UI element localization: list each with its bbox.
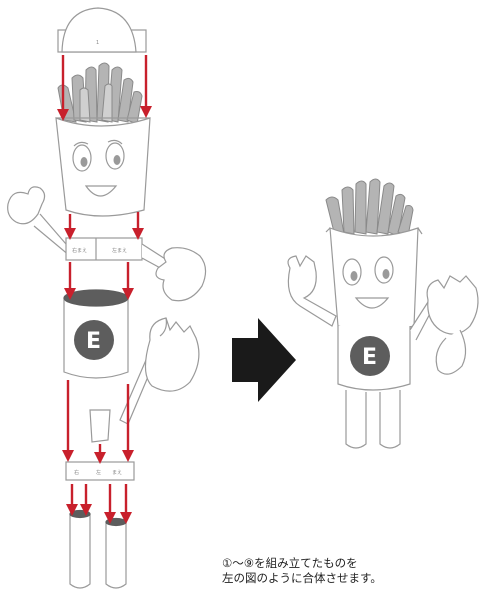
assembled-fries: [325, 178, 414, 237]
big-right-arrow: [232, 318, 296, 402]
caption-line-2: 左の図のように合体させます。: [222, 571, 382, 585]
left-front-label: 左まえ: [112, 247, 127, 254]
caption-line-1: ①〜⑨を組み立てたものを: [222, 556, 358, 570]
instruction-caption: ①〜⑨を組み立てたものを 左の図のように合体させます。: [222, 556, 382, 586]
arms-part: 右まえ 左まえ: [7, 186, 207, 302]
torso-part: E: [63, 289, 129, 379]
fries-part: [57, 62, 143, 125]
head-dome-part: 1: [57, 7, 147, 53]
head-part-number: 1: [96, 40, 99, 46]
assembly-arrows: [57, 55, 152, 524]
exploded-view: 1: [7, 7, 207, 589]
assembled-figure: E: [287, 178, 479, 449]
assembled-right-leg: [379, 390, 401, 449]
raised-hand-part: [119, 317, 200, 425]
waist-right-label: 右: [74, 469, 79, 476]
emblem-circle: [74, 320, 114, 360]
waist-left-label: 左: [96, 469, 101, 476]
emblem-letter: E: [86, 329, 101, 354]
assembled-cup: [329, 227, 419, 332]
assembled-emblem: [350, 336, 390, 376]
assembled-left-arm: [287, 255, 337, 327]
assembled-emblem-letter: E: [362, 345, 377, 370]
right-front-label: 右まえ: [72, 247, 87, 254]
face-cup-part: [55, 117, 151, 217]
belly-tab-part: [89, 409, 111, 443]
waist-front-label: まえ: [112, 470, 122, 476]
waist-part: 右 まえ 左: [65, 461, 135, 481]
legs-part: [69, 509, 127, 589]
assembled-left-leg: [345, 390, 367, 449]
